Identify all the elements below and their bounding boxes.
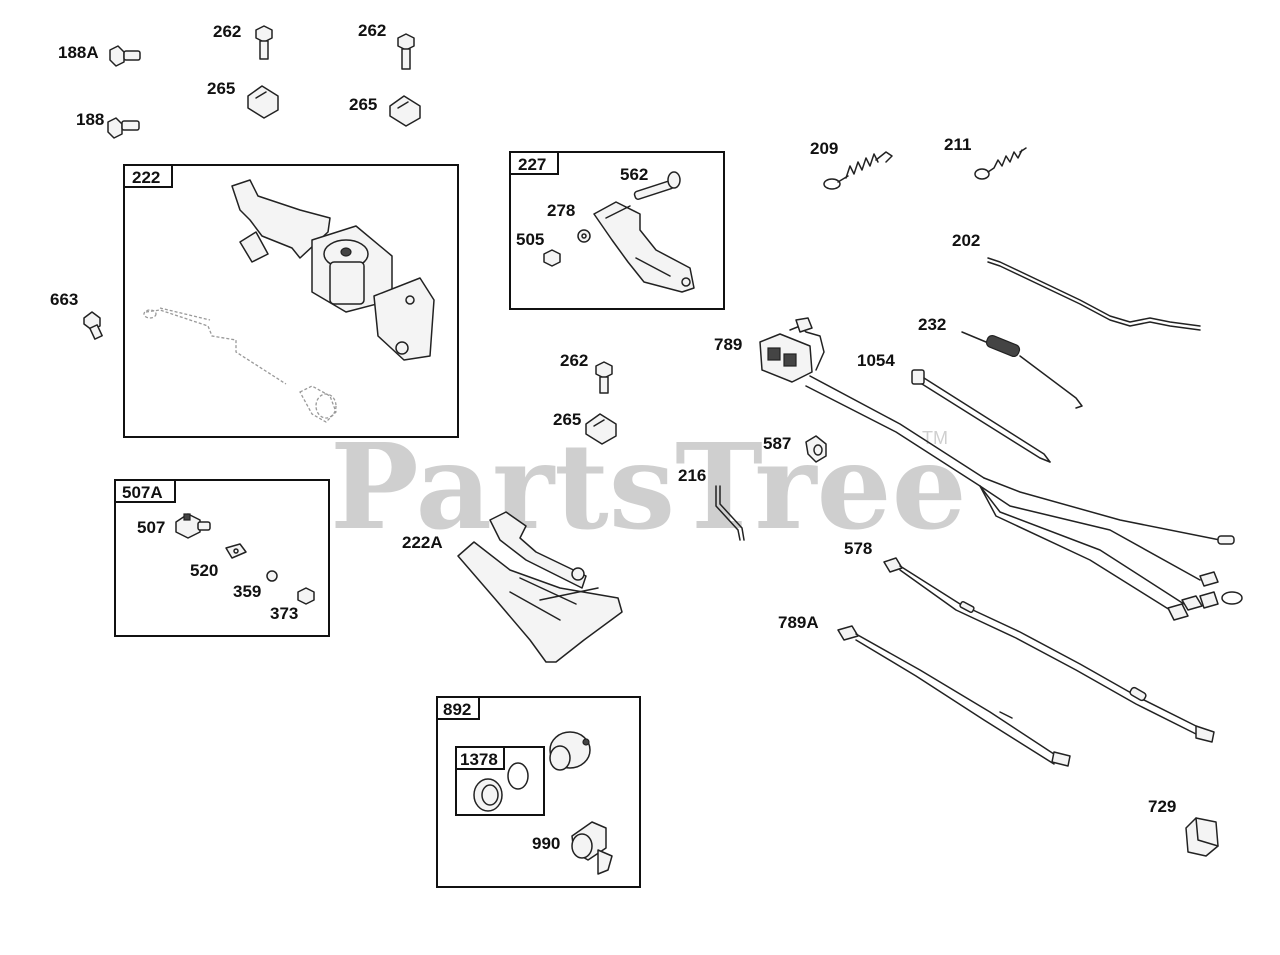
part-265-clip-a[interactable] — [247, 85, 279, 119]
part-505-nut[interactable] — [543, 249, 561, 267]
part-232-spring[interactable] — [961, 331, 1083, 409]
part-359-washer[interactable] — [266, 570, 278, 582]
part-663-bolt[interactable] — [83, 311, 103, 340]
part-1378-grommet[interactable] — [473, 762, 529, 812]
label-587: 587 — [763, 434, 791, 453]
label-265-c: 265 — [553, 410, 581, 429]
label-265-b: 265 — [349, 95, 377, 114]
part-ignition-switch[interactable] — [549, 731, 591, 771]
label-188: 188 — [76, 110, 104, 129]
part-188-bolt[interactable] — [107, 117, 140, 139]
part-578-wire[interactable] — [883, 557, 1215, 743]
part-262-screw-c[interactable] — [595, 361, 613, 394]
part-520-clip[interactable] — [225, 543, 247, 559]
label-789A: 789A — [778, 613, 819, 632]
label-1054: 1054 — [857, 351, 895, 370]
part-587-clamp[interactable] — [805, 435, 827, 463]
part-562-pin[interactable] — [633, 171, 681, 200]
watermark-trademark: TM — [922, 428, 948, 448]
label-202: 202 — [952, 231, 980, 250]
part-729-cover[interactable] — [1185, 817, 1219, 857]
label-663: 663 — [50, 290, 78, 309]
box-label-507A: 507A — [122, 483, 163, 502]
assembly-box-227[interactable]: 227 — [509, 151, 725, 310]
label-562: 562 — [620, 165, 648, 184]
label-990: 990 — [532, 834, 560, 853]
label-278: 278 — [547, 201, 575, 220]
assembly-box-892[interactable]: 892 1378 — [436, 696, 641, 888]
label-373: 373 — [270, 604, 298, 623]
label-232: 232 — [918, 315, 946, 334]
label-262-a: 262 — [213, 22, 241, 41]
label-262-b: 262 — [358, 21, 386, 40]
label-216: 216 — [678, 466, 706, 485]
part-202-rod[interactable] — [987, 257, 1201, 331]
box-label-227: 227 — [518, 155, 546, 174]
label-507: 507 — [137, 518, 165, 537]
label-188A: 188A — [58, 43, 99, 62]
watermark-text: PartsTree — [330, 417, 967, 556]
label-211: 211 — [944, 135, 971, 154]
label-359: 359 — [233, 582, 261, 601]
label-265-a: 265 — [207, 79, 235, 98]
part-262-screw-a[interactable] — [255, 25, 273, 60]
assembly-box-222[interactable]: 222 — [123, 164, 459, 438]
label-222A: 222A — [402, 533, 443, 552]
label-262-c: 262 — [560, 351, 588, 370]
box-label-1378: 1378 — [460, 750, 498, 769]
part-265-clip-c[interactable] — [585, 413, 617, 445]
part-789-wiring-harness[interactable] — [759, 317, 1243, 621]
label-520: 520 — [190, 561, 218, 580]
part-1054-cable-tie[interactable] — [911, 369, 1051, 463]
part-265-clip-b[interactable] — [389, 95, 421, 127]
part-222A-throttle-plate[interactable] — [457, 511, 623, 663]
part-507-switch[interactable] — [175, 513, 211, 539]
part-990-key-cylinder[interactable] — [571, 821, 613, 875]
box-label-892: 892 — [443, 700, 471, 719]
part-188A-bolt[interactable] — [109, 45, 141, 67]
part-262-screw-b[interactable] — [397, 33, 415, 70]
part-373-nut[interactable] — [297, 587, 315, 605]
label-789: 789 — [714, 335, 742, 354]
label-505: 505 — [516, 230, 544, 249]
label-209: 209 — [810, 139, 838, 158]
assembly-box-507A[interactable]: 507A — [114, 479, 330, 637]
label-578: 578 — [844, 539, 872, 558]
part-278-washer[interactable] — [577, 229, 591, 243]
label-729: 729 — [1148, 797, 1176, 816]
part-209-spring[interactable] — [823, 151, 893, 190]
part-211-spring[interactable] — [974, 147, 1027, 180]
box-label-222: 222 — [132, 168, 160, 187]
part-216-rod[interactable] — [715, 485, 745, 541]
part-789A-wire[interactable] — [837, 625, 1071, 767]
